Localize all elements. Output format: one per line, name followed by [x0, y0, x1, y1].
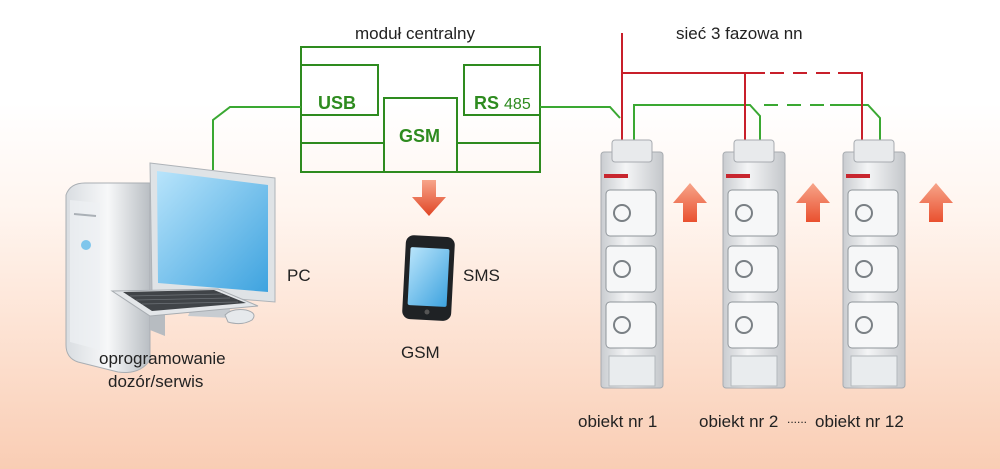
- central-module: [300, 46, 541, 173]
- phone-gsm-label: GSM: [401, 343, 440, 362]
- usb-port-label: USB: [318, 93, 357, 113]
- network-label: sieć 3 fazowa nn: [676, 24, 803, 43]
- up-arrow-icon: [673, 183, 707, 222]
- pc-label: PC: [287, 266, 311, 285]
- fuse-switch-12: [842, 139, 906, 389]
- rs485-port-label: RS 485: [474, 93, 531, 114]
- bus-drop-object-12: [830, 104, 881, 140]
- up-arrow-icon: [919, 183, 953, 222]
- smartphone-icon: [402, 235, 455, 321]
- usb-port-box: [300, 64, 379, 116]
- power-drop-object-12: [838, 72, 863, 140]
- fuse-switch-1: [600, 139, 664, 389]
- object-2-label: obiekt nr 2: [699, 412, 779, 431]
- power-lines: [621, 33, 863, 140]
- gsm-port-box: [383, 97, 458, 173]
- gsm-port-label: GSM: [399, 126, 441, 146]
- fuse-switch-2: [722, 139, 786, 389]
- object-1-label: obiekt nr 1: [578, 412, 658, 431]
- rs485-bus-line: [540, 106, 621, 119]
- objects-separator: ......: [787, 412, 808, 426]
- usb-to-pc-line: [212, 106, 301, 170]
- pc-caption-line1: oprogramowanie: [99, 349, 226, 368]
- object-12-label: obiekt nr 12: [815, 412, 904, 431]
- rs-prefix: RS: [474, 93, 500, 113]
- down-arrow-icon: [412, 180, 446, 216]
- sms-label: SMS: [463, 266, 500, 285]
- rs485-port-box: [463, 64, 541, 116]
- central-module-title: moduł centralny: [355, 24, 476, 43]
- bus-drop-object-1: [633, 104, 761, 140]
- pc-caption-line2: dozór/serwis: [108, 372, 204, 391]
- signal-lines: [212, 104, 881, 170]
- desktop-pc-icon: [65, 162, 276, 373]
- rs-number: 485: [504, 96, 531, 113]
- up-arrow-icon: [796, 183, 830, 222]
